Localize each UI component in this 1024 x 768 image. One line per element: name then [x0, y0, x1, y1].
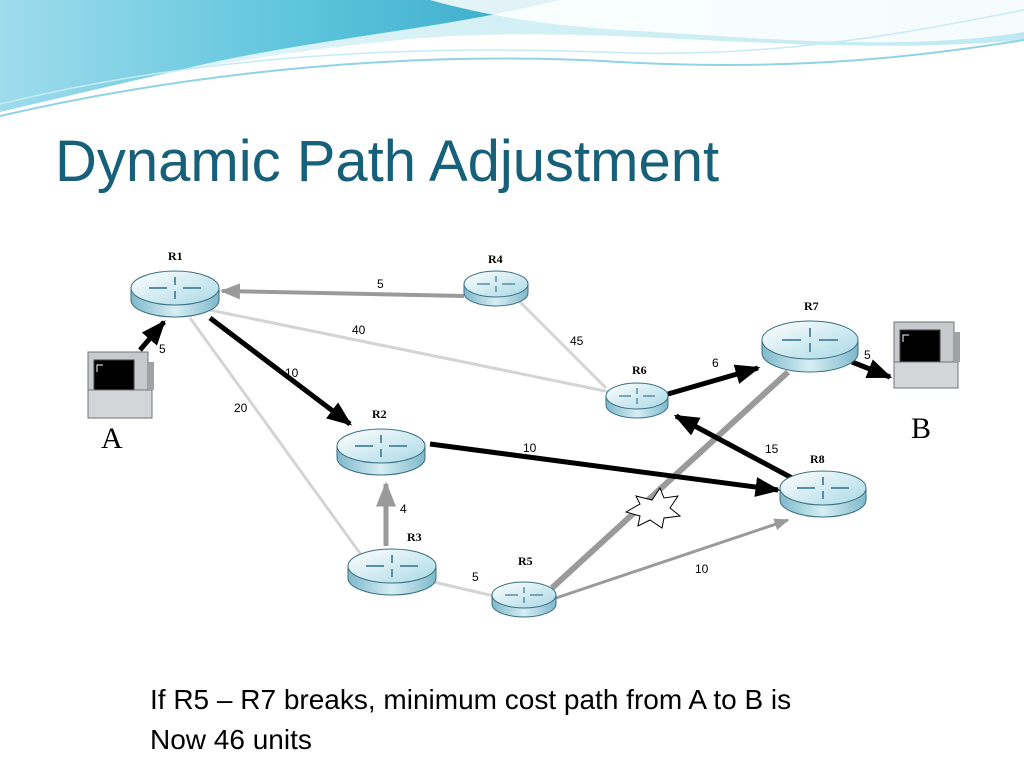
link-r6-r7 — [667, 364, 761, 397]
router-label: R6 — [632, 363, 647, 377]
link-cost-label: 5 — [377, 277, 384, 291]
router-r5 — [491, 581, 557, 618]
link-cost-label: 10 — [523, 441, 537, 455]
link-cost-label: 15 — [765, 442, 779, 456]
router-r8 — [779, 470, 867, 518]
router-arrows-icon — [149, 277, 201, 299]
router-label: R5 — [518, 554, 533, 568]
caption-line: Now 46 units — [150, 724, 312, 755]
router-arrows-icon — [782, 328, 838, 352]
link-r2-r8 — [429, 441, 781, 497]
router-label: R8 — [810, 452, 825, 466]
router-r3 — [347, 548, 437, 596]
host-label: B — [911, 412, 931, 445]
links-layer — [138, 283, 893, 600]
link-r8-r6 — [673, 413, 794, 481]
router-arrows-icon — [477, 276, 515, 292]
link-r3-r5 — [424, 578, 495, 598]
router-label: R4 — [488, 252, 503, 266]
link-cost-label: 6 — [712, 356, 719, 370]
link-cost-label: 10 — [695, 562, 709, 576]
link-r1-r2 — [208, 316, 352, 426]
router-label: R2 — [372, 407, 387, 421]
link-r5-r8 — [555, 518, 790, 600]
router-label: R3 — [407, 530, 422, 544]
router-r1 — [130, 270, 220, 318]
router-label: R1 — [168, 249, 183, 263]
link-r1-r3 — [188, 317, 364, 557]
computer-b-icon — [893, 321, 960, 389]
link-break-icon — [624, 486, 682, 529]
slide-title: Dynamic Path Adjustment — [55, 129, 720, 194]
link-cost-label: 5 — [159, 342, 166, 356]
slide-caption: If R5 – R7 breaks, minimum cost path fro… — [150, 680, 970, 760]
caption-line: If R5 – R7 breaks, minimum cost path fro… — [150, 684, 792, 715]
link-cost-label: 4 — [400, 502, 407, 516]
link-r4-r1 — [220, 283, 465, 300]
link-r1-r6 — [199, 306, 611, 394]
router-arrows-icon — [619, 388, 655, 404]
router-r2 — [336, 428, 426, 476]
host-label: A — [101, 422, 123, 455]
link-a-r1 — [138, 320, 166, 352]
header-wave-banner — [0, 0, 1024, 117]
router-arrows-icon — [505, 587, 543, 603]
link-cost-label: 5 — [472, 570, 479, 584]
router-arrows-icon — [366, 555, 418, 577]
router-arrows-icon — [355, 435, 407, 457]
computer-a-icon — [87, 351, 154, 419]
router-r6 — [605, 382, 669, 419]
link-r4-r6 — [516, 298, 608, 390]
link-r5-r7 — [549, 369, 791, 591]
link-cost-label: 40 — [352, 323, 366, 337]
router-arrows-icon — [797, 477, 849, 499]
router-r4 — [463, 270, 529, 307]
router-label: R7 — [804, 299, 819, 313]
link-cost-label: 20 — [234, 401, 248, 415]
link-cost-label: 10 — [285, 366, 299, 380]
link-r7-b — [851, 359, 893, 380]
link-cost-label: 5 — [864, 348, 871, 362]
router-r7 — [761, 320, 859, 373]
link-cost-label: 45 — [570, 334, 584, 348]
